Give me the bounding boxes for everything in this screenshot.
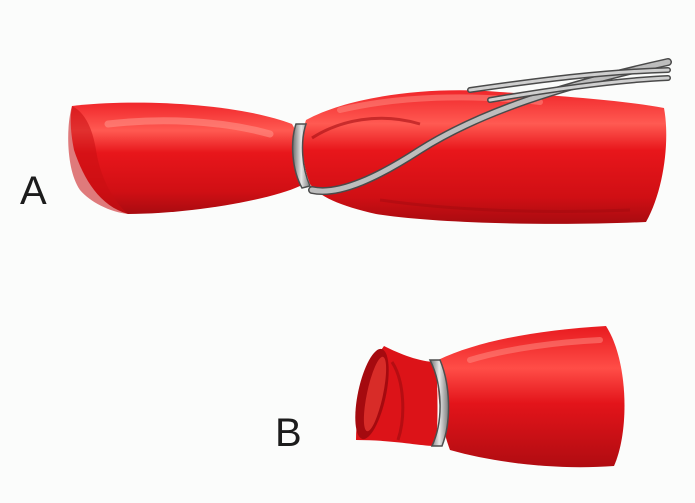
panel-label-b: B	[275, 413, 302, 453]
panel-label-a: A	[20, 171, 47, 211]
vessel-right-segment	[303, 90, 667, 224]
panel-a-drawing	[68, 62, 668, 224]
panel-b-drawing	[349, 326, 625, 467]
